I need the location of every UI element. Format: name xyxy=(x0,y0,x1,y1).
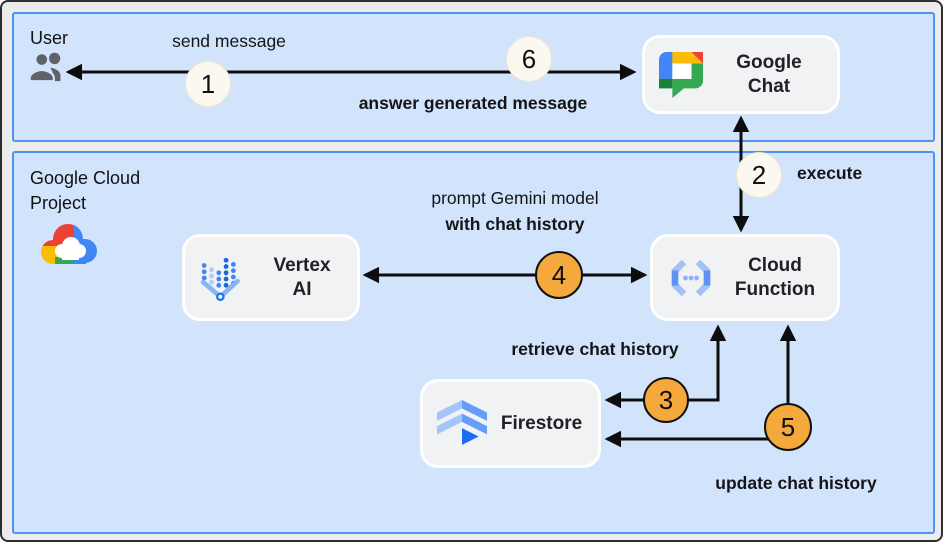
answer-generated-message-label: answer generated message xyxy=(358,93,588,113)
users-icon xyxy=(26,48,70,90)
cloud-function-node: Cloud Function xyxy=(650,234,840,321)
google-chat-node: Google Chat xyxy=(642,35,840,114)
retrieve-chat-history-label: retrieve chat history xyxy=(511,339,679,359)
google-chat-label-line1: Google xyxy=(736,51,802,73)
vertex-ai-label-line2: AI xyxy=(292,278,312,300)
step-badge-2: 2 xyxy=(736,152,782,198)
step-badge-1: 1 xyxy=(185,61,231,107)
firestore-label-text: Firestore xyxy=(500,412,583,434)
user-zone-label: User xyxy=(30,26,68,51)
gcp-zone-label-line2: Project xyxy=(30,193,87,213)
prompt-gemini-model-label: prompt Gemini model xyxy=(431,188,599,208)
cloud-function-label: Cloud Function xyxy=(727,254,823,302)
google-chat-icon xyxy=(659,51,703,98)
vertex-ai-label: Vertex AI xyxy=(261,254,343,302)
google-cloud-icon xyxy=(38,220,102,275)
cloud-functions-icon xyxy=(667,254,715,302)
google-chat-label: Google Chat xyxy=(715,51,823,99)
execute-label: execute xyxy=(797,163,863,183)
cloud-function-label-line1: Cloud xyxy=(748,254,802,276)
user-zone-label-text: User xyxy=(30,28,69,48)
step-badge-4: 4 xyxy=(535,251,583,299)
step-badge-6: 6 xyxy=(506,36,552,82)
google-chat-label-line2: Chat xyxy=(747,75,791,97)
step-badge-5: 5 xyxy=(764,403,812,451)
vertex-ai-icon xyxy=(199,253,249,303)
firestore-node: Firestore xyxy=(420,379,601,468)
vertex-ai-node: Vertex AI xyxy=(182,234,360,321)
gcp-zone-label-line1: Google Cloud xyxy=(30,168,141,188)
firestore-label: Firestore xyxy=(499,412,584,436)
vertex-ai-label-line1: Vertex xyxy=(273,254,331,276)
with-chat-history-label: with chat history xyxy=(445,214,585,234)
cloud-function-label-line2: Function xyxy=(734,278,816,300)
firestore-icon xyxy=(437,399,487,448)
update-chat-history-label: update chat history xyxy=(715,473,877,493)
gcp-zone-label: Google Cloud Project xyxy=(30,166,140,216)
step-badge-3: 3 xyxy=(643,377,689,423)
send-message-label: send message xyxy=(172,31,286,51)
